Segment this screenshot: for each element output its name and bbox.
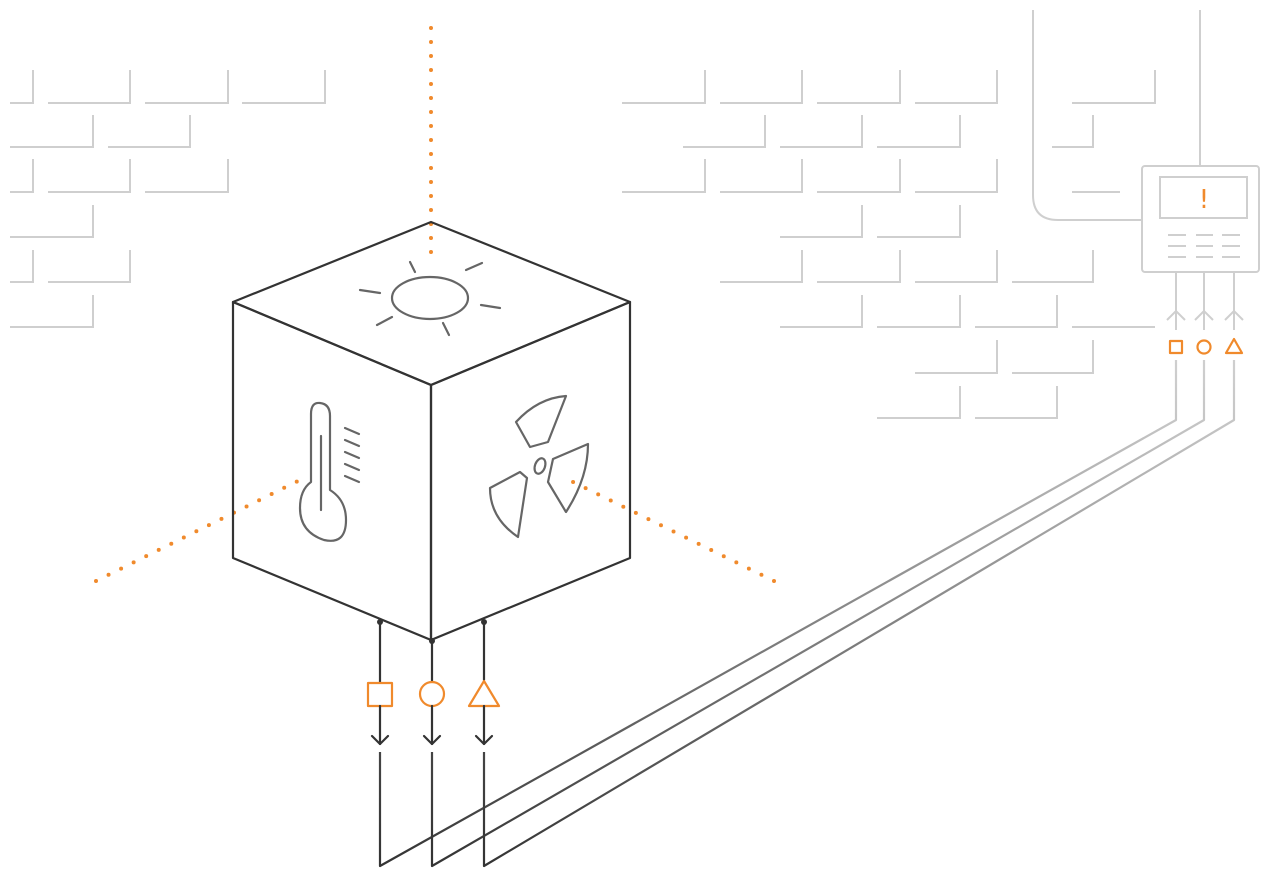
sensing-ray-left [94,476,306,583]
wall-conduit [1032,10,1201,221]
sensor-cube [231,220,632,642]
sensing-ray-right [563,476,776,583]
output-arrow-circle [422,734,442,746]
panel-circle-icon [1196,339,1212,355]
brick-wall-left [10,70,326,328]
control-panel-display [1159,176,1248,219]
sensor-outputs [366,619,501,746]
panel-triangle-icon [1224,337,1244,355]
sun-icon [358,260,502,337]
output-square-icon [366,681,394,708]
control-panel-alert-symbol: ! [1199,185,1209,215]
panel-square-icon [1168,339,1184,355]
cube-top-face [231,220,632,387]
cube-left-face [231,300,433,642]
control-panel: ! [1141,165,1260,355]
radiation-icon [488,394,590,539]
output-triangle-icon [467,679,501,708]
output-circle-icon [418,680,446,708]
control-panel-buttons [1168,234,1240,258]
output-arrow-square [370,734,390,746]
thermometer-icon [298,401,361,542]
output-arrow-triangle [474,734,494,746]
cube-right-face [429,300,632,642]
control-panel-connectors [1166,272,1244,330]
signal-wires [378,360,1236,868]
brick-wall-right [622,70,1156,419]
sensing-rays [94,26,776,583]
